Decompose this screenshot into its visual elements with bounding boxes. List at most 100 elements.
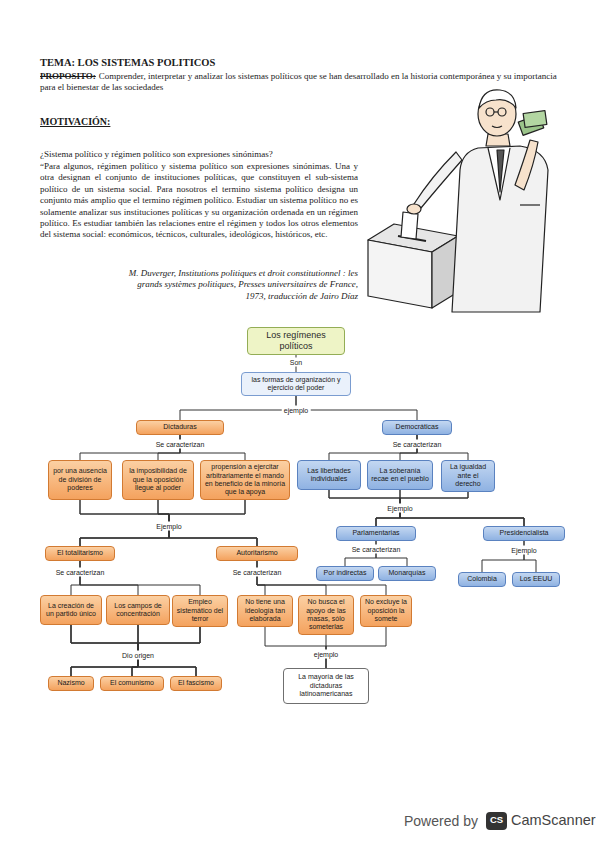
concept-box: Parlamentarias <box>336 526 416 541</box>
concept-box: Presidencialista <box>483 526 565 541</box>
cartoon-part <box>492 126 502 128</box>
box-text: Democráticas <box>396 423 439 431</box>
connector-line <box>80 561 138 595</box>
box-text: Los campos de concentración <box>110 602 166 619</box>
connector-line <box>71 627 200 676</box>
purpose-heading: PROPOSITO: <box>40 71 96 81</box>
concept-box: No tiene una ideología tan elaborada <box>237 595 293 627</box>
cartoon-part <box>498 108 506 116</box>
connector-label: Se caracterizan <box>54 568 107 577</box>
box-text: Por indirectas <box>324 569 367 577</box>
concept-box: Dictaduras <box>136 420 224 435</box>
cartoon-part <box>520 204 540 205</box>
cartoon-part <box>494 111 498 112</box>
concept-box: por una ausencia de división de poderes <box>48 460 112 500</box>
connector-line <box>80 500 257 546</box>
box-text: por una ausencia de división de poderes <box>52 467 108 492</box>
app-icon-text: CS <box>486 814 507 825</box>
box-text: propensión a ejercitar arbitrariamente e… <box>204 463 286 497</box>
connector-label: Son <box>288 358 304 367</box>
box-text: Parlamentarias <box>352 529 399 537</box>
concept-box: la imposibilidad de que la oposición lle… <box>122 460 194 500</box>
concept-box: Monarquías <box>378 566 436 581</box>
purpose-text: Comprender, interpretar y analizar los s… <box>40 71 557 92</box>
connector-line <box>71 561 80 595</box>
concept-box: No excluye la oposición la somete <box>360 595 412 627</box>
cartoon-part <box>488 148 510 200</box>
concept-box: Las libertades individuales <box>297 460 361 490</box>
connector-line <box>80 561 200 595</box>
box-text: No busca el apoyo de las masas, sólo som… <box>302 598 350 632</box>
connector-label: Se caracterizan <box>350 545 403 554</box>
concept-box: El totalitarismo <box>45 546 115 561</box>
connector-label: Ejemplo <box>154 522 183 531</box>
concept-box: La mayoría de las dictaduras latinoameri… <box>283 668 369 704</box>
citation: M. Duverger, Institutions politiques et … <box>118 268 358 302</box>
page-title: TEMA: LOS SISTEMAS POLITICOS <box>40 57 215 68</box>
connector-label: Se caracterizan <box>154 440 207 449</box>
connector-label: Ejemplo <box>385 504 414 513</box>
connector-line <box>257 561 265 595</box>
box-text: Presidencialista <box>499 529 548 537</box>
section-heading: MOTIVACIÓN: <box>40 116 240 128</box>
connector-line <box>71 625 196 676</box>
concept-box: No busca el apoyo de las masas, sólo som… <box>298 595 354 635</box>
concept-box: La soberanía recae en el pueblo <box>367 460 433 490</box>
concept-box: Los campos de concentración <box>106 595 170 625</box>
connector-line <box>80 500 245 546</box>
box-text: El fascismo <box>178 679 214 687</box>
box-text: Empleo sistemático del terror <box>176 598 224 623</box>
question: ¿Sistema político y régimen político son… <box>40 149 370 160</box>
concept-box: las formas de organización y ejercicio d… <box>241 372 351 396</box>
connector-label: ejemplo <box>312 650 341 659</box>
box-text: Nazismo <box>57 679 84 687</box>
concept-box: El fascismo <box>170 676 222 691</box>
concept-box: Los EEUU <box>512 572 560 587</box>
box-text: El comunismo <box>110 679 154 687</box>
box-text: No tiene una ideología tan elaborada <box>241 598 289 623</box>
concept-box: El comunismo <box>100 676 164 691</box>
connector-label: Se caracterizan <box>231 568 284 577</box>
concept-box: Colombia <box>458 572 506 587</box>
box-text: La soberanía recae en el pueblo <box>371 467 429 484</box>
connector-line <box>296 396 417 420</box>
box-text: El totalitarismo <box>57 549 103 557</box>
box-text: Autoritarismo <box>236 549 277 557</box>
box-text: La mayoría de las dictaduras latinoameri… <box>287 673 365 698</box>
cartoon-part <box>497 150 504 192</box>
cartoon-part <box>452 146 548 312</box>
concept-box: La igualdad ante el derecho <box>441 460 495 492</box>
concept-box: La creación de un partido único <box>40 595 102 625</box>
box-text: Colombia <box>467 575 497 583</box>
box-text: Monarquías <box>389 569 426 577</box>
cartoon-part <box>523 111 547 128</box>
cartoon-part <box>515 140 538 190</box>
box-text: la imposibilidad de que la oposición lle… <box>126 467 190 492</box>
connector-label: Ejemplo <box>509 546 538 555</box>
footer-brand: CamScanner <box>511 812 597 829</box>
concept-box: Empleo sistemático del terror <box>172 595 228 627</box>
connector-label: ejemplo <box>282 406 311 415</box>
concept-box: Los regímenes políticos <box>247 327 345 355</box>
concept-box: propensión a ejercitar arbitrariamente e… <box>200 460 290 500</box>
connector-line <box>180 396 296 420</box>
connector-line <box>400 492 524 526</box>
app-icon <box>486 812 507 830</box>
connector-line <box>400 490 524 526</box>
box-text: Los regímenes políticos <box>251 330 341 352</box>
box-text: La creación de un partido único <box>44 602 98 619</box>
connector-label: Se caracterizan <box>391 440 444 449</box>
box-text: Dictaduras <box>163 423 196 431</box>
cartoon-part <box>368 240 432 308</box>
cartoon-part <box>401 212 418 239</box>
cartoon-part <box>479 90 516 108</box>
connector-line <box>257 561 386 595</box>
concept-box: Democráticas <box>382 420 452 435</box>
connector-line <box>376 492 468 526</box>
box-text: las formas de organización y ejercicio d… <box>245 376 347 393</box>
concept-box: Por indirectas <box>316 566 374 581</box>
quote: “Para algunos, régimen político y sistem… <box>40 161 358 241</box>
concept-box: Autoritarismo <box>216 546 298 561</box>
